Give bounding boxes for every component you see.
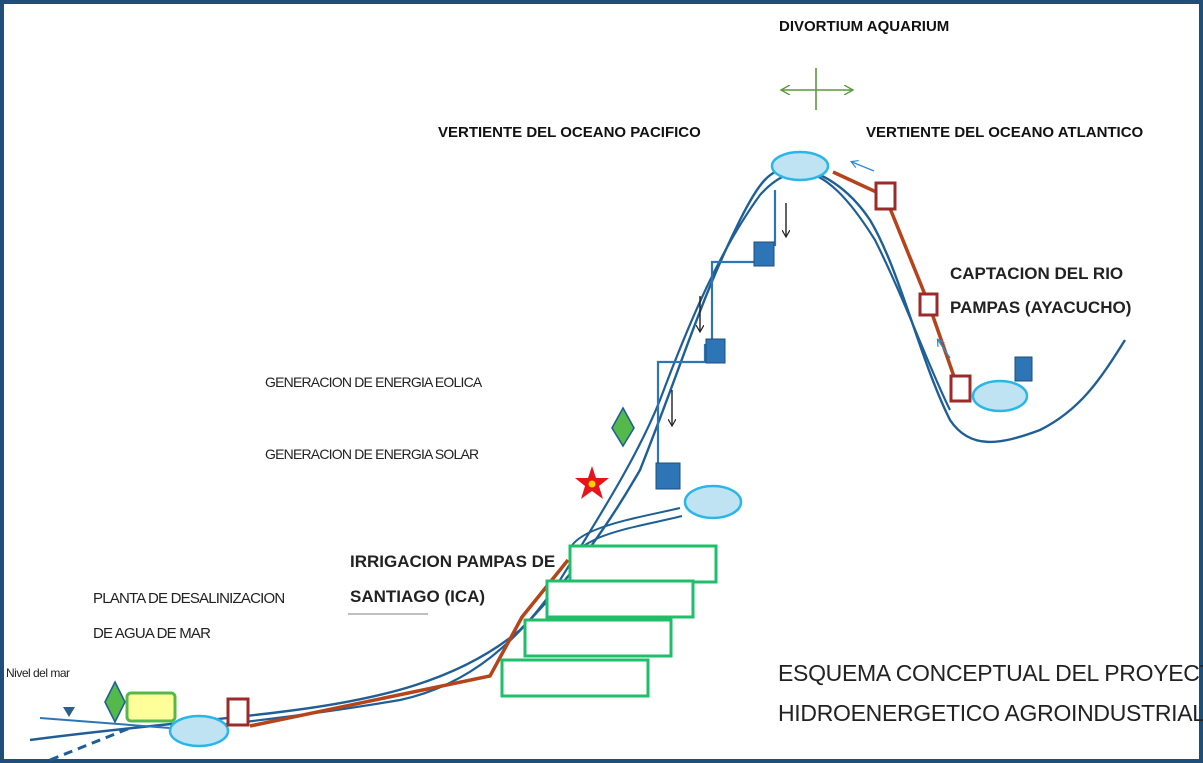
turbine-3 bbox=[655, 462, 681, 490]
plant-energy-diamond-icon bbox=[104, 680, 126, 724]
sea-level-marker-icon bbox=[63, 707, 75, 717]
turbine-4 bbox=[1014, 356, 1033, 382]
pacific-slope-label: VERTIENTE DEL OCEANO PACIFICO bbox=[438, 124, 701, 141]
diagram-title-line2: HIDROENERGETICO AGROINDUSTRIAL bbox=[778, 700, 1203, 726]
pumping-conduit-low bbox=[249, 558, 570, 728]
irrigation-field-3 bbox=[523, 618, 673, 658]
captacion-label-line2: PAMPAS (AYACUCHO) bbox=[950, 298, 1132, 317]
atlantic-flow-arrow-2 bbox=[938, 340, 951, 359]
coastal-reservoir bbox=[168, 714, 230, 748]
solar-label: GENERACION DE ENERGIA SOLAR bbox=[265, 446, 479, 462]
sea-level-line bbox=[39, 717, 171, 729]
atlantic-slope-label: VERTIENTE DEL OCEANO ATLANTICO bbox=[866, 124, 1144, 141]
pump-station-coastal bbox=[226, 697, 250, 727]
pump-station-3 bbox=[949, 374, 972, 403]
irrigation-field-1 bbox=[568, 544, 718, 584]
planta-label-line1: PLANTA DE DESALINIZACION bbox=[93, 590, 285, 607]
sea-level-label: Nivel del mar bbox=[6, 666, 70, 680]
irrigacion-label-line1: IRRIGACION PAMPAS DE bbox=[350, 552, 556, 571]
summit-reservoir bbox=[770, 150, 830, 182]
irrigation-field-2 bbox=[545, 579, 695, 619]
eolica-label: GENERACION DE ENERGIA EOLICA bbox=[265, 374, 482, 390]
desalination-plant bbox=[125, 691, 177, 723]
irrigation-field-4 bbox=[500, 658, 650, 698]
lower-reservoir bbox=[683, 484, 743, 520]
planta-label-line2: DE AGUA DE MAR bbox=[93, 625, 211, 642]
irrigacion-label-line2: SANTIAGO (ICA) bbox=[350, 587, 486, 606]
atlantic-flow-arrow-1 bbox=[852, 162, 875, 172]
turbine-2 bbox=[705, 338, 726, 364]
diagram-title-line1: ESQUEMA CONCEPTUAL DEL PROYECTO bbox=[778, 660, 1203, 686]
pump-station-1 bbox=[874, 181, 897, 211]
penstock-cascade bbox=[656, 190, 777, 476]
terrain-inner-line bbox=[169, 170, 951, 732]
captacion-label-line1: CAPTACION DEL RIO bbox=[950, 264, 1124, 283]
turbine-1 bbox=[753, 241, 775, 267]
pump-station-2 bbox=[918, 292, 939, 317]
rio-pampas-reservoir bbox=[971, 379, 1029, 413]
wind-energy-diamond-icon bbox=[611, 406, 635, 448]
divortium-label: DIVORTIUM AQUARIUM bbox=[779, 18, 950, 35]
solar-star-center bbox=[588, 480, 596, 488]
